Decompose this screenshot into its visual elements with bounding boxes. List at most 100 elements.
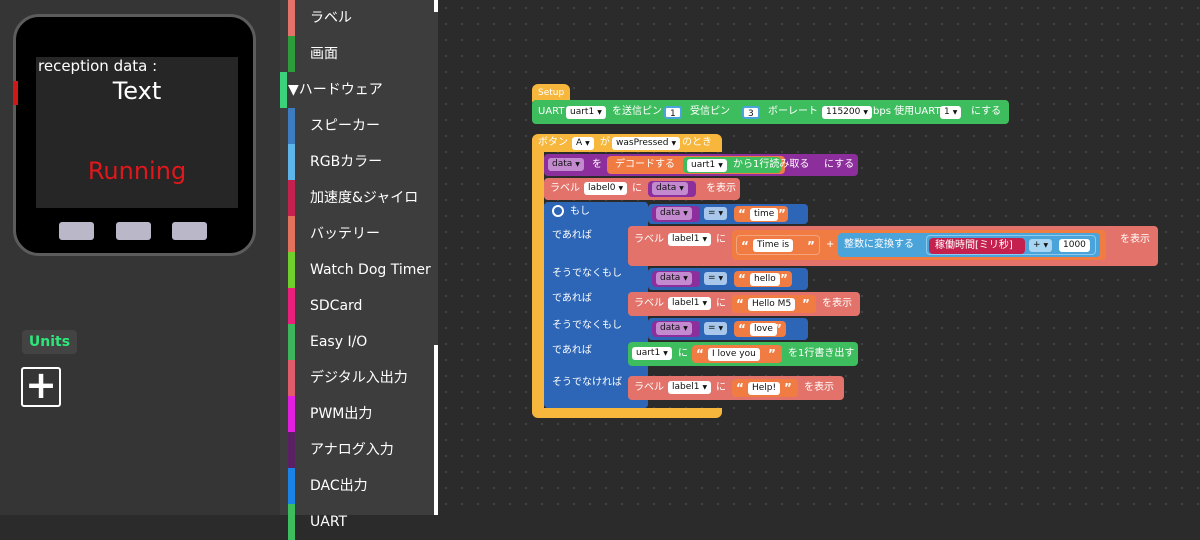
toolbox-category[interactable]: DAC出力 [288,468,438,504]
help-label-value: label1 [672,382,700,392]
uart-use-label: bps 使用UART [873,106,941,117]
chevron-down-icon: ▼ [702,300,708,307]
toolbox-category[interactable]: 画面 [288,36,438,72]
compare-var-dropdown[interactable]: data▼ [656,207,692,220]
text-love-field[interactable]: love [750,323,777,336]
text-hello-field[interactable]: hello [750,273,780,286]
button-event-block[interactable]: ボタン A▼ が wasPressed▼ のとき [532,134,722,152]
eq-value: = [708,208,716,218]
compare-love-block[interactable]: data▼ =▼ “ love ” [648,318,808,340]
uart-config-block[interactable]: UART uart1▼ を送信ピン 1 受信ピン 3 ボーレート 115200▼… [532,100,1009,124]
button-select-dropdown[interactable]: A▼ [572,137,594,150]
to-int-block[interactable]: 整数に変換する 稼働時間[ミリ秒] +▼ 1000 [838,233,1100,257]
text-time-field[interactable]: time [750,208,779,221]
chevron-down-icon: ▼ [718,162,723,169]
text-time-value: time [754,209,775,219]
uart-name-dropdown[interactable]: uart1▼ [566,106,606,119]
join-plus: + [826,239,835,250]
device-button-c[interactable] [172,222,207,240]
data-getter-block[interactable]: data▼ [648,181,696,197]
label1-help-block[interactable]: ラベル label1▼ に “ Help! ” を表示 [628,376,844,400]
chevron-down-icon: ▼ [718,210,724,217]
write-uart-dropdown[interactable]: uart1▼ [632,347,672,360]
uart-name-value: uart1 [570,107,595,117]
compare-var-block[interactable]: data▼ [652,321,700,337]
category-label: Easy I/O [310,334,368,350]
toolbox-category[interactable]: Easy I/O [288,324,438,360]
num-1000-field[interactable]: 1000 [1059,239,1090,252]
text-love-block[interactable]: “ love ” [734,321,786,337]
toolbox-category[interactable]: RGBカラー [288,144,438,180]
decode-block[interactable]: デコードする uart1▼ から1行読み取る [607,156,809,174]
text-hellom5-block[interactable]: “ Hello M5 ” [732,295,816,313]
toolbox-category[interactable]: ▼ハードウェア [280,72,438,108]
text-timeis-block[interactable]: “ Time is ” [736,235,820,255]
toolbox-category[interactable]: アナログ入力 [288,432,438,468]
gear-icon[interactable] [552,205,564,217]
eq-dropdown[interactable]: =▼ [704,272,728,285]
compare-var-dropdown[interactable]: data▼ [656,322,692,335]
baud-dropdown[interactable]: 115200▼ [822,106,872,119]
add-unit-button[interactable]: + [21,366,61,407]
uart-write-block[interactable]: uart1▼ に “ I love you ” を1行書き出す [628,342,858,366]
text-hello-block[interactable]: “ hello ” [734,271,792,287]
plus-dropdown[interactable]: +▼ [1029,239,1053,252]
toolbox-category[interactable]: ラベル [288,0,438,36]
variable-dropdown[interactable]: data▼ [548,158,584,171]
toolbox-category[interactable]: バッテリー [288,216,438,252]
button-event-spine [532,150,544,412]
quote-open-icon: “ [741,239,749,253]
text-time-block[interactable]: “ time ” [734,206,788,222]
device-button-b[interactable] [116,222,151,240]
eq-dropdown[interactable]: =▼ [704,322,728,335]
compare-var-block[interactable]: data▼ [652,271,700,287]
data-getter-dropdown[interactable]: data▼ [652,182,688,195]
category-label: DAC出力 [310,478,368,494]
compare-hello-block[interactable]: data▼ =▼ “ hello ” [648,268,808,290]
text-timeis-field[interactable]: Time is [753,239,794,252]
toolbox-category[interactable]: SDCard [288,288,438,324]
toolbox-category[interactable]: PWM出力 [288,396,438,432]
toolbox-category[interactable]: デジタル入出力 [288,360,438,396]
label1-time-block[interactable]: ラベル label1▼ に “ Time is ” + 整数に変換する 稼働時間… [628,226,1158,266]
toolbox-category[interactable]: 加速度&ジャイロ [288,180,438,216]
eq-dropdown[interactable]: =▼ [704,207,728,220]
set-variable-block[interactable]: data▼ を デコードする uart1▼ から1行読み取る にする [544,154,858,176]
tx-pin-field[interactable]: 1 [664,106,682,119]
compare-var-dropdown[interactable]: data▼ [656,272,692,285]
category-color-bar [288,0,295,36]
setup-hat-block[interactable]: Setup [532,84,570,102]
compare-var-block[interactable]: data▼ [652,206,700,222]
uart-num-dropdown[interactable]: 1▼ [940,106,962,119]
toolbox-category[interactable]: スピーカー [288,108,438,144]
uptime-block[interactable]: 稼働時間[ミリ秒] [929,238,1025,254]
read-uart-dropdown[interactable]: uart1▼ [687,159,727,172]
text-iloveyou-field[interactable]: I love you [708,348,760,361]
hello-label-dropdown[interactable]: label1▼ [668,297,712,310]
m5stack-device: reception data : Text Running [13,14,256,256]
set-wo: を [592,159,602,170]
toolbox-scrollbar-thumb[interactable] [434,345,438,515]
math-add-block[interactable]: 稼働時間[ミリ秒] +▼ 1000 [926,235,1096,255]
rx-pin-field[interactable]: 3 [742,106,760,119]
text-help-field[interactable]: Help! [748,382,781,395]
text-iloveyou-block[interactable]: “ I love you ” [692,345,782,363]
text-join-block[interactable]: “ Time is ” + 整数に変換する 稼働時間[ミリ秒] +▼ 1000 [732,230,1106,260]
toolbox-category[interactable]: UART [288,504,438,540]
compare-time-block[interactable]: data▼ =▼ “ time ” [648,204,808,224]
text-hellom5-field[interactable]: Hello M5 [748,298,796,311]
uart-prefix: UART [538,106,565,117]
text-help-block[interactable]: “ Help! ” [732,379,798,397]
time-label-dropdown[interactable]: label1▼ [668,233,712,246]
button-event-dropdown[interactable]: wasPressed▼ [612,137,681,150]
toolbox-category[interactable]: Watch Dog Timer [288,252,438,288]
label0-display-block[interactable]: ラベル label0▼ に data▼ を表示 [544,178,740,200]
uart-read-block[interactable]: uart1▼ から1行読み取る [683,157,809,173]
device-button-a[interactable] [59,222,94,240]
label1-hello-block[interactable]: ラベル label1▼ に “ Hello M5 ” を表示 [628,292,860,316]
toolbox-scrollbar-top[interactable] [434,0,438,12]
help-label-dropdown[interactable]: label1▼ [668,381,712,394]
uart-baud-label: ボーレート [768,106,818,117]
block-workspace[interactable]: Setup UART uart1▼ を送信ピン 1 受信ピン 3 ボーレート 1… [438,0,1200,515]
label0-dropdown[interactable]: label0▼ [584,182,628,195]
